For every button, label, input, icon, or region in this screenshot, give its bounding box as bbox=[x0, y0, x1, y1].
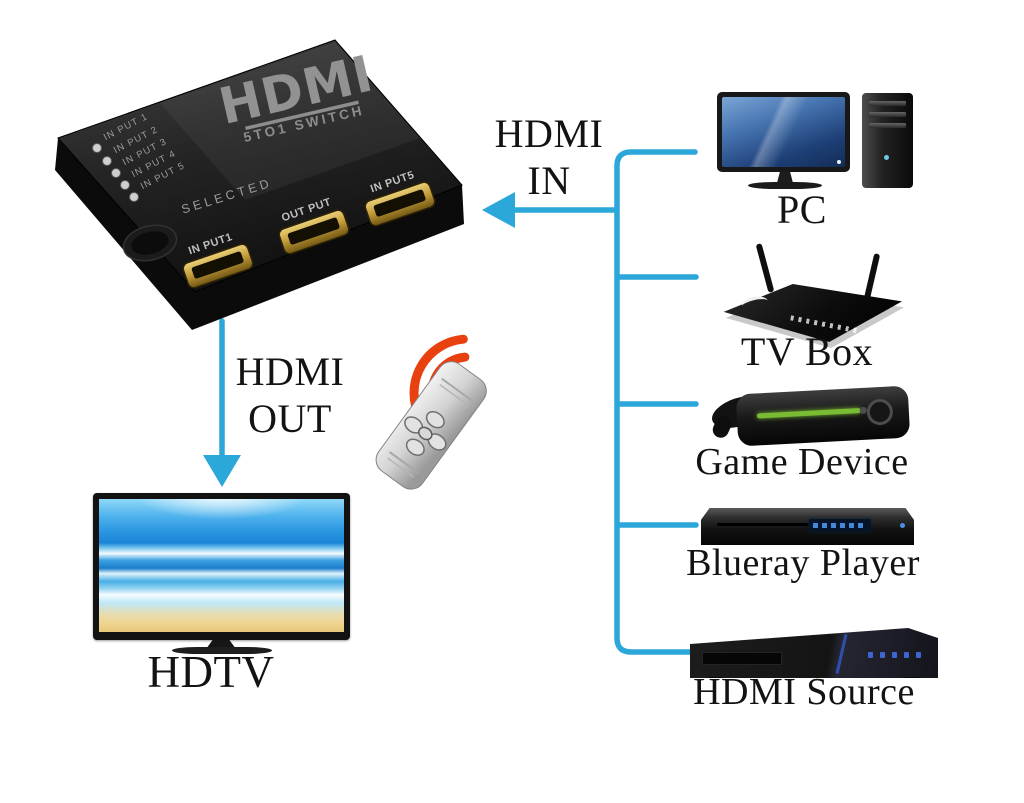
hdmi-out-line2: OUT bbox=[248, 396, 332, 442]
blueray-label: Blueray Player bbox=[686, 542, 920, 584]
switch-select-button bbox=[122, 224, 178, 262]
hdtv-label: HDTV bbox=[147, 647, 275, 697]
pc-label: PC bbox=[777, 187, 827, 232]
hdmi-in-line1: HDMI bbox=[494, 111, 604, 156]
hdmi-source-button bbox=[880, 652, 885, 658]
pc-screen bbox=[722, 97, 845, 167]
hdmi-out-line1: HDMI bbox=[235, 349, 345, 394]
blueray-power-led bbox=[900, 523, 905, 528]
remote-body bbox=[375, 361, 487, 490]
hdmi-in-arrowhead bbox=[482, 192, 515, 228]
pc-monitor-base bbox=[748, 182, 822, 189]
pc-drive-bay bbox=[869, 112, 906, 117]
hdmi-source-button bbox=[868, 652, 873, 658]
hdmi-source-button bbox=[904, 652, 909, 658]
hdtv-base bbox=[172, 647, 272, 654]
hdmi-in-line2: IN bbox=[527, 158, 571, 204]
pc-monitor bbox=[717, 92, 850, 172]
pc-power-button bbox=[884, 155, 889, 160]
hdmi-source-foot bbox=[904, 677, 920, 678]
game-console-illustration bbox=[735, 385, 911, 447]
hdmi-switch-device: HDMI 5TO1 SWITCH IN PUT 1 IN PUT 2 IN PU… bbox=[55, 39, 464, 330]
hdmi-source-illustration bbox=[690, 628, 938, 678]
blueray-disc-tray bbox=[717, 523, 809, 526]
pc-power-led bbox=[837, 160, 841, 164]
hdmi-source-button bbox=[916, 652, 921, 658]
tvbox-label: TV Box bbox=[740, 329, 874, 374]
hdmi-out-label: HDMI OUT bbox=[236, 348, 345, 442]
switch-logo-underline bbox=[245, 100, 359, 131]
switch-top-sheen bbox=[160, 42, 420, 200]
game-console-eject-button bbox=[859, 406, 867, 415]
switch-port-input5: IN PUT5 bbox=[364, 169, 436, 227]
pc-tower bbox=[862, 93, 913, 188]
hdmi-out-arrowhead bbox=[203, 455, 241, 487]
pc-drive-bay bbox=[869, 101, 906, 106]
pc-drive-bay bbox=[869, 123, 906, 128]
game-console-power-ring bbox=[866, 398, 894, 426]
hdmi-source-panel-divider bbox=[835, 634, 848, 674]
remote-control bbox=[375, 334, 487, 490]
pc-monitor-stand bbox=[777, 172, 793, 183]
blueray-player-illustration bbox=[701, 508, 914, 545]
hdmi-source-label: HDMI Source bbox=[693, 671, 915, 713]
switch-side-faces bbox=[55, 138, 464, 330]
hdmi-in-label: HDMI IN bbox=[495, 110, 604, 204]
hdmi-source-foot bbox=[708, 677, 724, 678]
blueray-display bbox=[809, 519, 871, 532]
hdtv-stand bbox=[206, 640, 236, 649]
hdmi-source-button bbox=[892, 652, 897, 658]
game-console-stripe bbox=[756, 408, 861, 419]
game-device-label: Game Device bbox=[695, 441, 909, 483]
hdmi-source-display bbox=[702, 652, 782, 665]
switch-port-output: OUT PUT bbox=[278, 196, 350, 255]
hdtv-illustration bbox=[93, 493, 350, 640]
remote-buttons bbox=[404, 411, 447, 456]
hdtv-screen bbox=[99, 499, 344, 632]
